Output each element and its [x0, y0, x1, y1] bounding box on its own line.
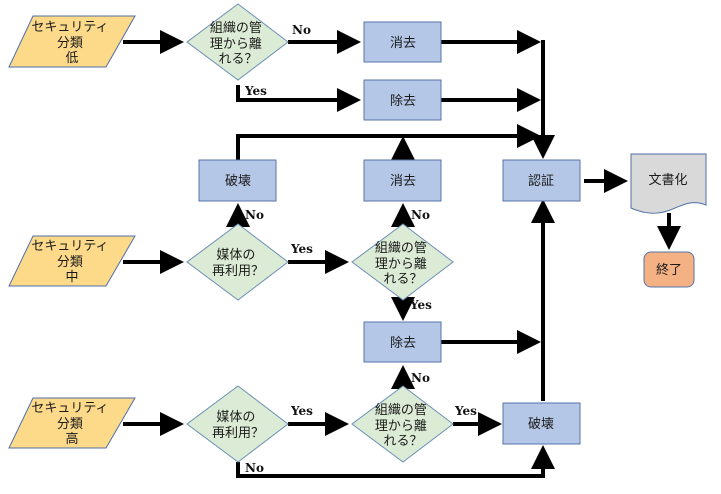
svg-text:媒体の 再利用？: 媒体の 再利用？: [212, 410, 264, 441]
decision-line: 理から離: [210, 37, 262, 52]
input-line: セキュリティ: [31, 20, 108, 35]
process-shape: [363, 79, 442, 121]
edge-low-yes-to-purge: [236, 85, 361, 112]
input-shape: [8, 235, 136, 287]
edge-labels: No Yes No Yes No Yes Yes No No Yes: [244, 23, 477, 475]
document-node: 文書化: [630, 153, 707, 214]
label-high-leave-yes: Yes: [454, 404, 477, 418]
svg-text:セキュリティ 分類 高: セキュリティ 分類 高: [31, 401, 112, 447]
decision-line: 組織の管: [375, 403, 427, 418]
decision-line: 理から離: [375, 257, 427, 272]
input-high: セキュリティ 分類 高: [8, 397, 136, 449]
svg-text:媒体の 再利用？: 媒体の 再利用？: [212, 248, 264, 279]
document-label: 文書化: [648, 173, 687, 188]
decision-line: 再利用？: [212, 264, 264, 279]
decision-shape: [186, 3, 289, 81]
process-shape: [502, 159, 581, 202]
terminal-shape: [643, 251, 695, 288]
process-shape: [198, 159, 277, 202]
label-mid-leave-yes: Yes: [409, 298, 432, 312]
label-mid-reuse-yes: Yes: [290, 242, 313, 256]
input-shape: [8, 15, 136, 68]
svg-text:組織の管 理から離 れる？: 組織の管 理から離 れる？: [375, 403, 431, 449]
label-high-reuse-no: No: [245, 461, 264, 475]
decision-line: れる？: [218, 52, 257, 67]
process-shape: [363, 321, 442, 363]
input-mid: セキュリティ 分類 中: [8, 235, 136, 287]
decision-reuse-high: 媒体の 再利用？: [186, 385, 289, 463]
document-shape: [630, 153, 707, 214]
input-line: セキュリティ: [31, 401, 108, 416]
process-shape: [363, 21, 442, 63]
process-destroy-high: 破壊: [502, 402, 581, 445]
input-line: セキュリティ: [31, 239, 108, 254]
label-high-leave-no: No: [411, 371, 430, 385]
decision-line: 組織の管: [210, 21, 262, 36]
svg-text:セキュリティ 分類 低: セキュリティ 分類 低: [31, 20, 112, 66]
end-label: 終了: [656, 262, 682, 278]
process-label: 消去: [390, 36, 416, 51]
decision-shape: [351, 385, 454, 463]
decision-shape: [186, 223, 289, 301]
process-purge-mid: 除去: [363, 321, 442, 363]
process-label: 除去: [390, 94, 416, 109]
decision-leave-low: 組織の管 理から離 れる？: [186, 3, 289, 81]
process-label: 除去: [390, 336, 416, 351]
decision-line: れる？: [383, 272, 422, 287]
edge-destroy-mid-to-bus: [236, 124, 541, 160]
label-mid-leave-no: No: [411, 208, 430, 222]
decision-leave-mid: 組織の管 理から離 れる？: [351, 223, 454, 301]
label-high-reuse-yes: Yes: [290, 404, 313, 418]
label-mid-reuse-no: No: [245, 208, 264, 222]
input-line: 中: [65, 270, 78, 285]
decision-line: 組織の管: [375, 241, 427, 256]
decision-reuse-mid: 媒体の 再利用？: [186, 223, 289, 301]
input-line: 低: [65, 51, 78, 66]
decision-line: 媒体の: [216, 410, 255, 425]
decision-shape: [351, 223, 454, 301]
label-low-no: No: [292, 23, 311, 37]
decision-leave-high: 組織の管 理から離 れる？: [351, 385, 454, 463]
input-shape: [8, 397, 136, 449]
label-low-yes: Yes: [244, 84, 267, 98]
decision-line: 媒体の: [216, 248, 255, 263]
svg-text:セキュリティ 分類 中: セキュリティ 分類 中: [31, 239, 112, 285]
edges: [123, 30, 681, 478]
input-line: 高: [65, 431, 78, 447]
input-low: セキュリティ 分類 低: [8, 15, 136, 68]
decision-line: 理から離: [375, 419, 427, 434]
process-shape: [502, 402, 581, 445]
input-line: 分類: [57, 417, 83, 432]
process-label: 破壊: [528, 417, 554, 432]
decision-line: 再利用？: [212, 426, 264, 441]
decision-shape: [186, 385, 289, 463]
process-verify: 認証: [502, 159, 581, 202]
process-label: 認証: [528, 173, 554, 189]
svg-text:組織の管 理から離 れる？: 組織の管 理から離 れる？: [375, 241, 431, 287]
process-label: 破壊: [225, 174, 251, 189]
input-line: 分類: [57, 36, 83, 51]
process-destroy-mid: 破壊: [198, 159, 277, 202]
process-purge-low: 除去: [363, 79, 442, 121]
end-node: 終了: [643, 251, 695, 288]
process-shape: [363, 159, 442, 202]
svg-text:組織の管 理から離 れる？: 組織の管 理から離 れる？: [210, 21, 266, 67]
process-clear-low: 消去: [363, 21, 442, 63]
process-label: 消去: [390, 174, 416, 189]
process-clear-mid: 消去: [363, 159, 442, 202]
edge-high-reuse-no-to-destroy: [236, 445, 555, 478]
input-line: 分類: [57, 255, 83, 270]
decision-line: れる？: [383, 434, 422, 449]
